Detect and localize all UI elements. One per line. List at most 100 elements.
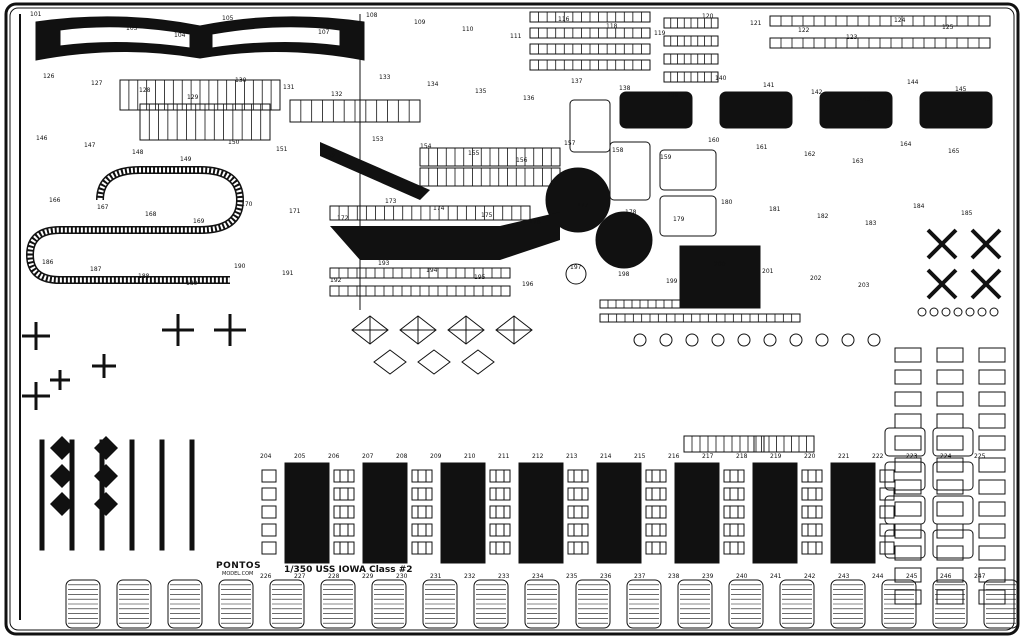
part-number: 158 (612, 147, 624, 154)
box-part (894, 347, 922, 363)
box-part (894, 457, 922, 473)
part-number: 169 (193, 218, 205, 225)
hatch (495, 469, 511, 483)
part-number: 246 (940, 573, 952, 580)
part-number: 164 (900, 141, 912, 148)
grating (422, 579, 458, 629)
part-number: 140 (715, 75, 727, 82)
part-number: 156 (516, 157, 528, 164)
deck-plate (674, 462, 720, 564)
box-part (978, 413, 1006, 429)
part-number: 188 (138, 273, 150, 280)
box-part (894, 479, 922, 495)
hatch (417, 487, 433, 501)
part-number: 131 (283, 84, 295, 91)
part-number: 137 (571, 78, 583, 85)
part-number: 243 (838, 573, 850, 580)
ring-part (789, 333, 803, 347)
grating (524, 579, 560, 629)
grating (575, 579, 611, 629)
hatch (573, 487, 589, 501)
hatch (651, 523, 667, 537)
part-number: 230 (396, 573, 408, 580)
part-number: 215 (634, 453, 646, 460)
part-number: 128 (139, 87, 151, 94)
hatch (651, 469, 667, 483)
hatch (339, 541, 355, 555)
part-number: 157 (564, 140, 576, 147)
part-number: 118 (606, 23, 618, 30)
radar-housing (919, 91, 993, 129)
hatch (261, 505, 277, 519)
hatch (729, 523, 745, 537)
part-number: 165 (948, 148, 960, 155)
sprue-line (926, 228, 958, 260)
grating (320, 579, 356, 629)
hatch (573, 541, 589, 555)
box-part (936, 479, 964, 495)
radar-housing (719, 91, 793, 129)
part-number: 235 (566, 573, 578, 580)
box-part (936, 347, 964, 363)
ring-part (867, 333, 881, 347)
part-number: 107 (318, 29, 330, 36)
dot-part (941, 307, 951, 317)
box-part (978, 589, 1006, 605)
diamond-badge (50, 492, 74, 516)
diamond-badge (50, 464, 74, 488)
part-number: 182 (817, 213, 829, 220)
part-number: 120 (702, 13, 714, 20)
box-part (894, 545, 922, 561)
part-number: 232 (464, 573, 476, 580)
ring-part (763, 333, 777, 347)
hatch (417, 505, 433, 519)
hatch (879, 541, 895, 555)
ring-part (685, 333, 699, 347)
box-part (894, 567, 922, 583)
grating (65, 579, 101, 629)
part-number: 238 (668, 573, 680, 580)
part-number: 166 (49, 197, 61, 204)
part-number: 152 (324, 153, 336, 160)
hatch (339, 487, 355, 501)
part-number: 126 (43, 73, 55, 80)
part-number: 240 (736, 573, 748, 580)
boom-arm (330, 212, 560, 260)
grating (473, 579, 509, 629)
part-number: 191 (282, 270, 294, 277)
diamond-badge (50, 436, 74, 460)
part-number: 224 (940, 453, 952, 460)
part-number: 217 (702, 453, 714, 460)
turret-plate (932, 529, 974, 559)
turret-plate (932, 427, 974, 457)
part-number: 171 (289, 208, 301, 215)
box-part (936, 501, 964, 517)
part-number: 181 (769, 206, 781, 213)
turret-plate (884, 427, 926, 457)
hatch (879, 487, 895, 501)
part-number: 185 (961, 210, 973, 217)
part-number: 231 (430, 573, 442, 580)
funnel-shell (609, 141, 651, 201)
radar-disc (545, 167, 611, 233)
part-number: 220 (804, 453, 816, 460)
hatch (651, 505, 667, 519)
part-number: 234 (532, 573, 544, 580)
part-number: 228 (328, 573, 340, 580)
ring-part (633, 333, 647, 347)
part-number: 147 (84, 142, 96, 149)
part-number: 176 (529, 219, 541, 226)
part-number: 206 (328, 453, 340, 460)
part-number: 195 (474, 274, 486, 281)
part-number: 161 (756, 144, 768, 151)
part-number: 202 (810, 275, 822, 282)
walkway-rungs (27, 167, 243, 283)
part-number: 127 (91, 80, 103, 87)
ring-part (737, 333, 751, 347)
part-number: 142 (811, 89, 823, 96)
part-number: 205 (294, 453, 306, 460)
mast-leg (159, 439, 165, 551)
part-number: 122 (798, 27, 810, 34)
part-number: 116 (558, 16, 570, 23)
box-part (894, 501, 922, 517)
